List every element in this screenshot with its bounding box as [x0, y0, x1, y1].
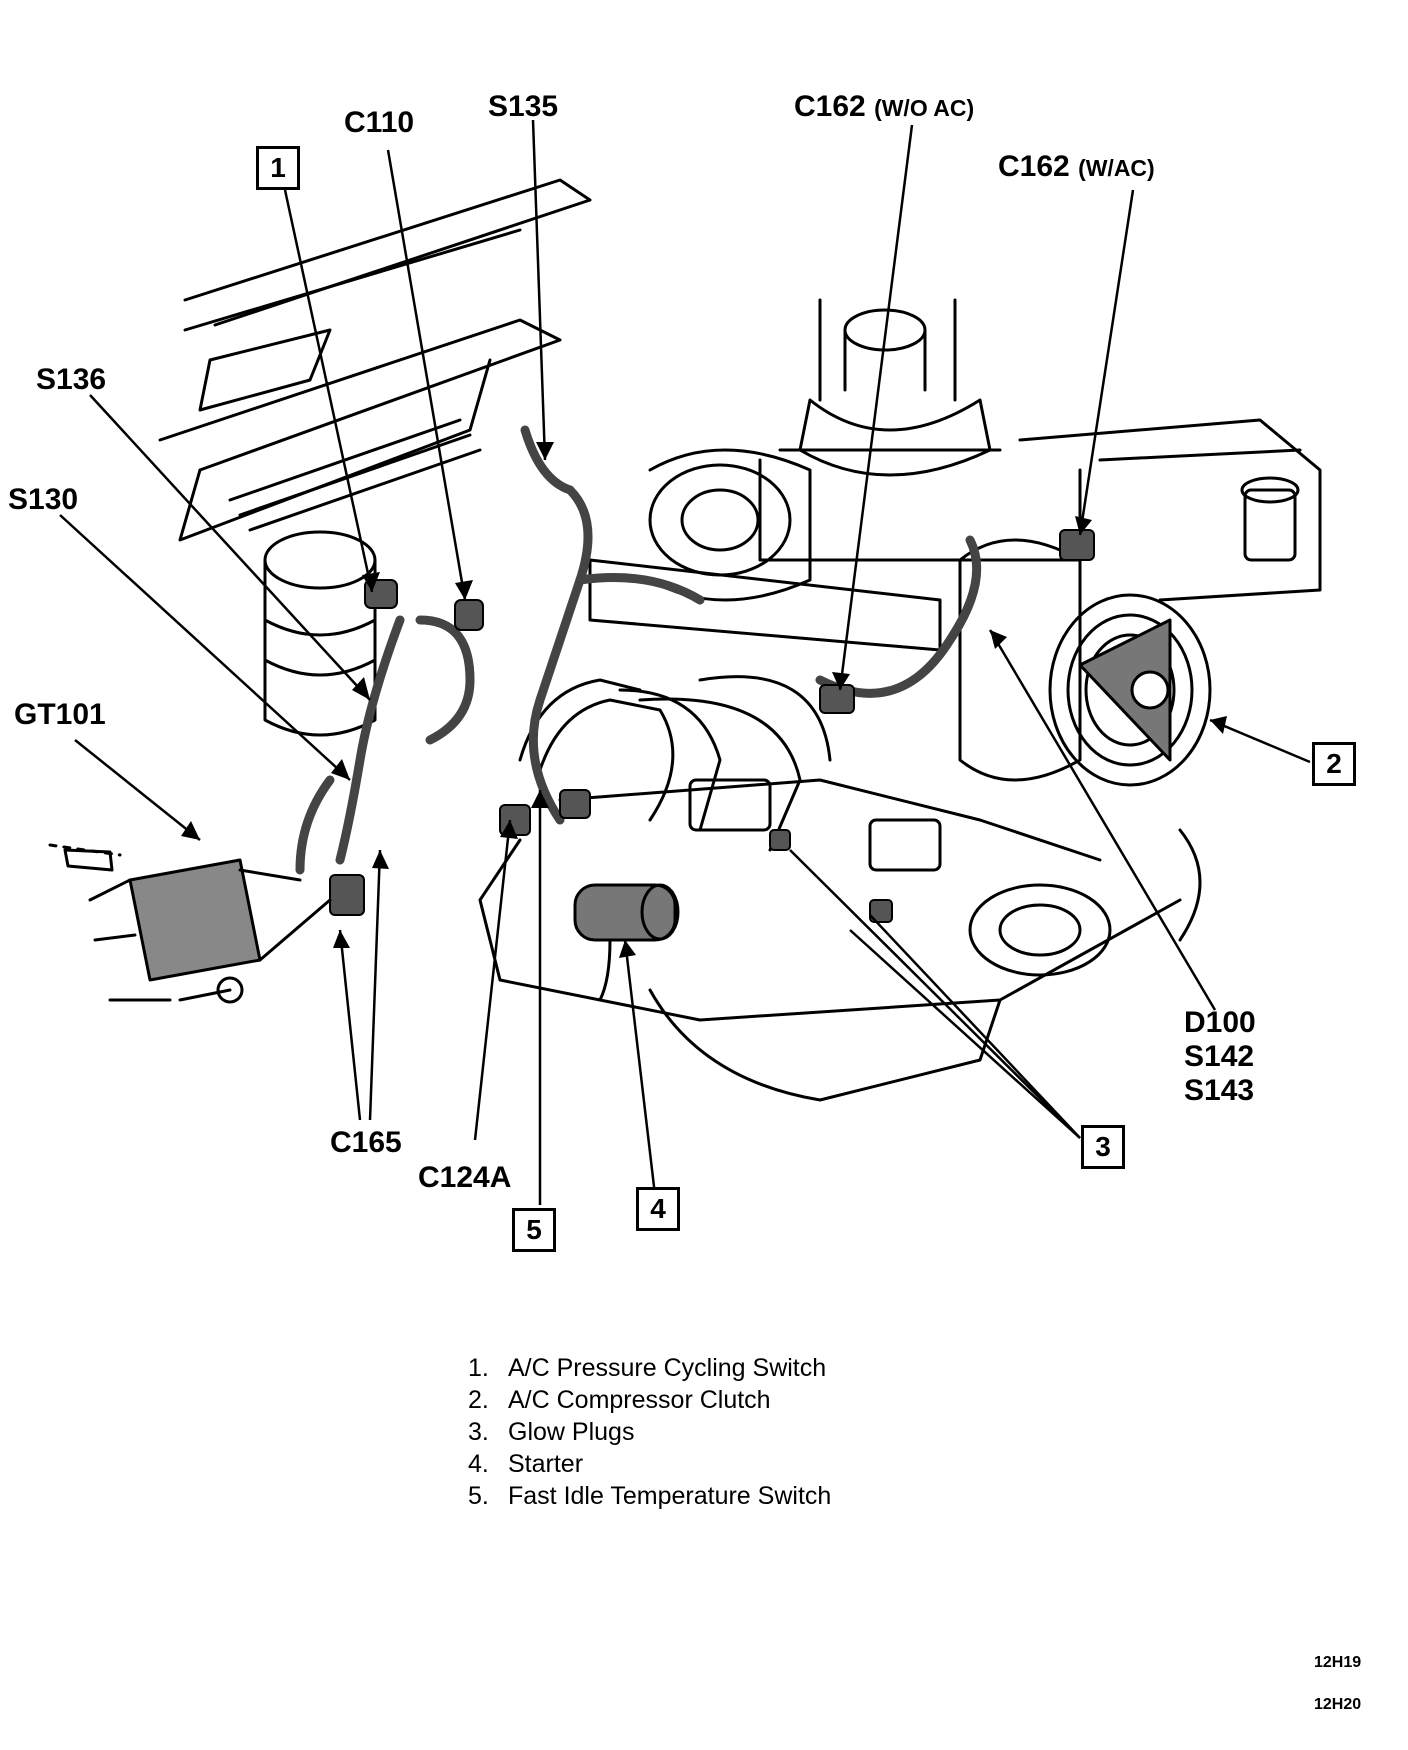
legend-text: Starter: [508, 1450, 584, 1478]
wiring-harness: [295, 425, 982, 875]
label-c162-woac: C162 (W/O AC): [794, 92, 974, 122]
label-s130: S130: [8, 483, 79, 516]
ref-box-4: 4: [636, 1187, 680, 1231]
legend: 1. A/C Pressure Cycling Switch 2. A/C Comp…: [468, 1352, 831, 1512]
label-gt101: GT101: [14, 698, 106, 731]
label-s136: S136: [36, 363, 107, 396]
label-s135: S135: [488, 90, 559, 123]
cowl-panel: [158, 178, 592, 542]
legend-text: A/C Pressure Cycling Switch: [508, 1354, 827, 1382]
label-s143: S143: [1184, 1074, 1255, 1107]
legend-item: 3. Glow Plugs: [468, 1416, 831, 1448]
starter-motor: [573, 883, 680, 1002]
ground-terminal-block: [48, 843, 332, 1004]
legend-item: 4. Starter: [468, 1448, 831, 1480]
figure-code: 12H20: [1314, 1696, 1362, 1713]
label-c162-woac-id: C162: [794, 90, 866, 123]
label-c162-woac-note: (W/O AC): [874, 95, 975, 121]
ref-box-3: 3: [1081, 1125, 1125, 1169]
label-d100: D100: [1184, 1006, 1256, 1039]
legend-number: 3.: [468, 1418, 489, 1446]
ref-box-5: 5: [512, 1208, 556, 1252]
legend-text: Glow Plugs: [508, 1418, 635, 1446]
legend-item: 1. A/C Pressure Cycling Switch: [468, 1352, 831, 1384]
leader-lines: [59, 119, 1311, 1205]
label-s142: S142: [1184, 1040, 1255, 1073]
figure-code: 12H19: [1314, 1654, 1362, 1671]
ref-box-1: 1: [256, 146, 300, 190]
fuel-filter-housing: [758, 298, 1082, 562]
legend-number: 2.: [468, 1386, 489, 1414]
turbo-intake: [588, 448, 942, 652]
label-c162-wac-id: C162: [998, 150, 1070, 183]
legend-number: 5.: [468, 1482, 489, 1510]
harness-connectors: [329, 529, 1095, 923]
label-c110: C110: [344, 106, 415, 139]
legend-number: 1.: [468, 1354, 489, 1382]
valve-cover: [1018, 418, 1322, 602]
legend-number: 4.: [468, 1450, 489, 1478]
legend-text: Fast Idle Temperature Switch: [508, 1482, 832, 1510]
label-c165: C165: [330, 1126, 402, 1159]
injector-lines: [518, 675, 832, 852]
ref-box-2: 2: [1312, 742, 1356, 786]
label-c124a: C124A: [418, 1161, 512, 1194]
leader-arrowheads: [181, 442, 1227, 958]
legend-item: 5. Fast Idle Temperature Switch: [468, 1480, 831, 1512]
ac-compressor: [958, 538, 1212, 787]
legend-text: A/C Compressor Clutch: [508, 1386, 771, 1414]
legend-item: 2. A/C Compressor Clutch: [468, 1384, 831, 1416]
label-c162-wac-note: (W/AC): [1078, 155, 1155, 181]
label-c162-wac: C162 (W/AC): [998, 152, 1155, 182]
accumulator-canister: [263, 530, 377, 737]
